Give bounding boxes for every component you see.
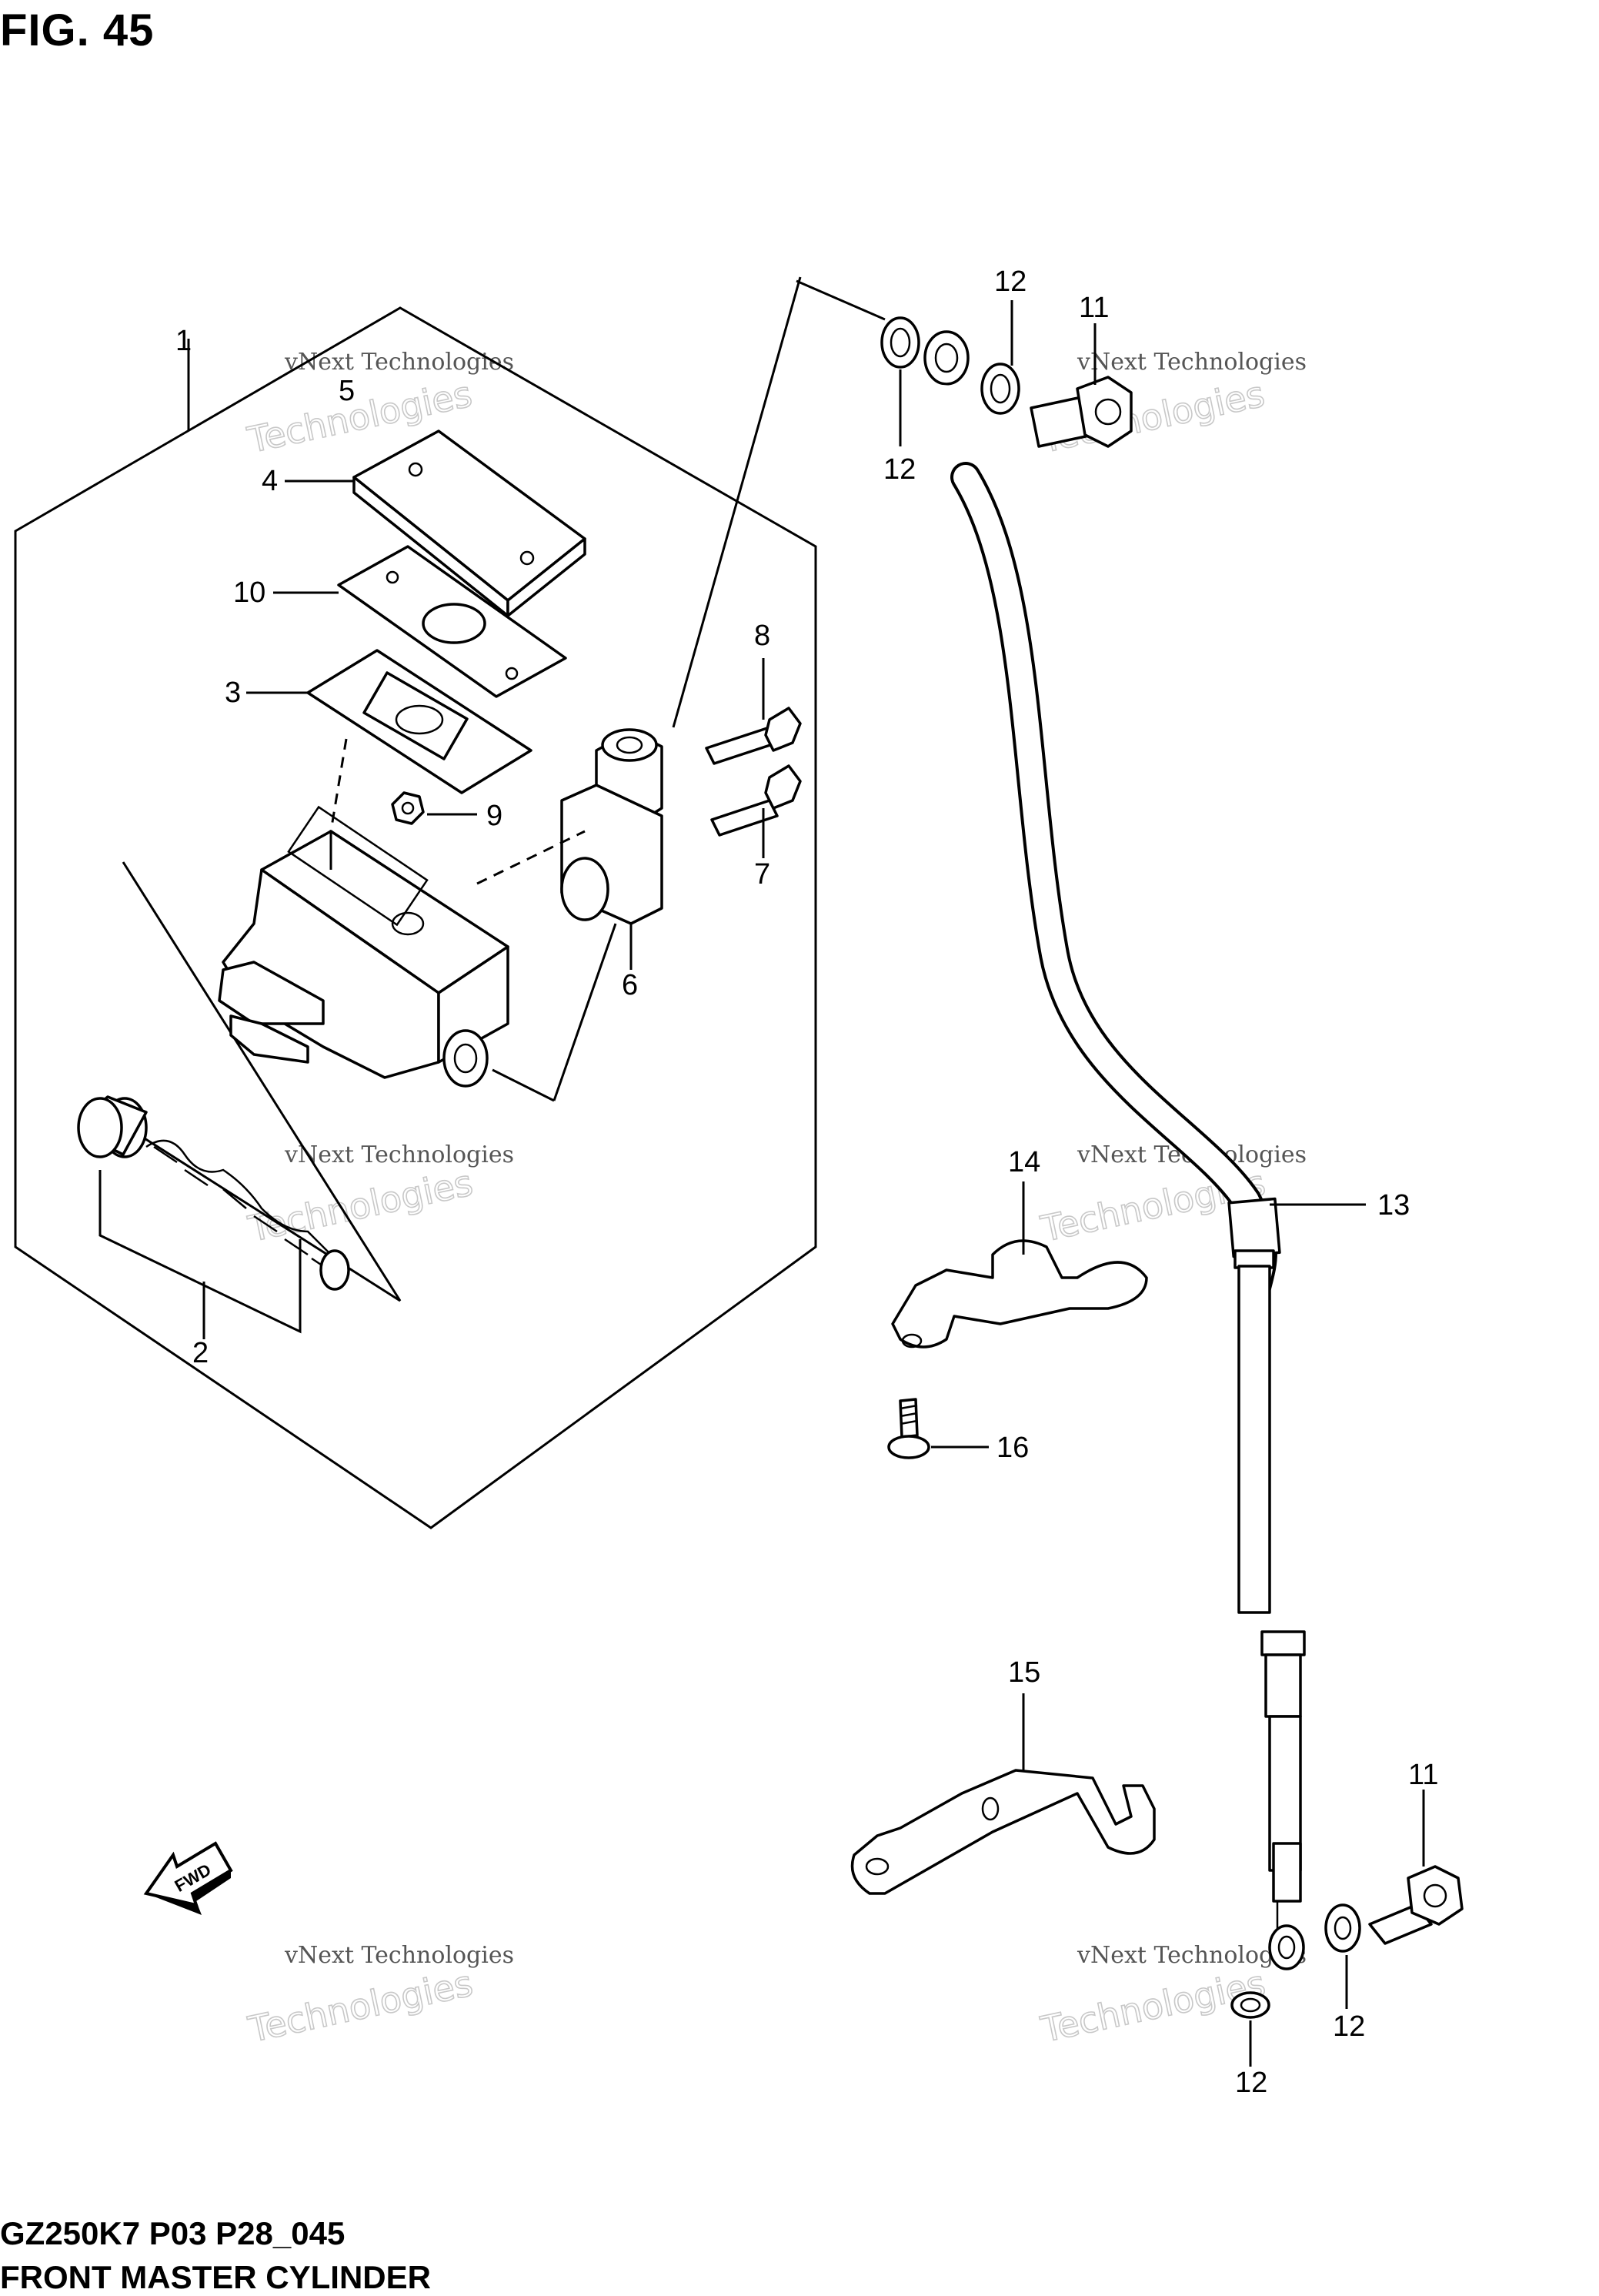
- leader-line: [796, 279, 886, 321]
- callout-3: 3: [225, 677, 241, 709]
- hose-clamp: [891, 1239, 1148, 1349]
- callout-6: 6: [622, 969, 638, 1001]
- screw-16: [887, 1398, 930, 1459]
- watermark-text: vNext Technologies: [1077, 1942, 1307, 1969]
- watermark-text: vNext Technologies: [1077, 349, 1307, 376]
- callout-2: 2: [192, 1337, 209, 1369]
- piston-kit: [77, 1095, 350, 1291]
- bolt-8: [705, 707, 802, 765]
- nut: [391, 791, 425, 825]
- callout-11-upper: 11: [1079, 292, 1109, 324]
- leader-line: [492, 1068, 555, 1102]
- callout-10: 10: [233, 577, 265, 609]
- callout-4: 4: [262, 465, 278, 497]
- bolt-7: [710, 764, 802, 837]
- callout-numbers: 1 2 3 4 5 6 7 8 9 10 11 11 12 12 12 12 1…: [175, 266, 1438, 2099]
- washer-lower-1: [1230, 1991, 1270, 2019]
- leader-line: [476, 830, 586, 885]
- fwd-arrow-icon: FWD: [143, 1841, 233, 1915]
- union-bolt-upper: [1030, 376, 1133, 448]
- watermark-bottom-left: Technologies vNext Technologies: [244, 1942, 514, 2051]
- callout-12-lower-right: 12: [1333, 2010, 1365, 2043]
- callout-12-lower-left: 12: [1235, 2067, 1267, 2099]
- model-code: GZ250K7 P03 P28_045: [0, 2215, 346, 2251]
- callout-15: 15: [1008, 1656, 1040, 1689]
- callout-8: 8: [754, 620, 770, 652]
- callout-12-upper-right: 12: [994, 266, 1026, 298]
- leader-line: [672, 276, 802, 728]
- callout-13: 13: [1377, 1189, 1410, 1222]
- watermark-large-text: Technologies: [245, 1962, 476, 2050]
- leader-line: [552, 923, 617, 1101]
- callout-9: 9: [486, 800, 502, 832]
- hose-bracket: [850, 1769, 1156, 1895]
- diagram-title: FRONT MASTER CYLINDER: [0, 2259, 431, 2295]
- watermark-bottom-right: Technologies vNext Technologies: [1037, 1942, 1307, 2051]
- assembly-frame: [14, 306, 817, 1529]
- piston-kit-bracket: [115, 861, 402, 1302]
- callout-5: 5: [339, 375, 355, 407]
- figure-title: FIG. 45: [0, 5, 155, 55]
- callout-14: 14: [1008, 1146, 1040, 1178]
- callout-1: 1: [175, 325, 192, 357]
- watermark-mid-left: Technologies vNext Technologies: [244, 1141, 514, 1251]
- holder: [560, 728, 663, 925]
- washer-upper-2: [980, 363, 1020, 415]
- washer-upper-1: [880, 316, 920, 369]
- watermark-top-left: Technologies vNext Technologies: [243, 349, 514, 462]
- watermark-text: vNext Technologies: [284, 1141, 514, 1168]
- union-bolt-lower: [1368, 1865, 1464, 1945]
- callout-12-upper-left: 12: [883, 453, 916, 486]
- callout-7: 7: [754, 858, 770, 891]
- watermark-text: vNext Technologies: [284, 1942, 514, 1969]
- diaphragm: [306, 649, 532, 794]
- washer-lower-2: [1324, 1903, 1361, 1953]
- brake-hose: [923, 330, 1306, 1970]
- leader-line: [98, 1170, 302, 1334]
- callout-16: 16: [996, 1432, 1029, 1464]
- callout-11-lower: 11: [1408, 1759, 1438, 1791]
- diaphragm-plate: [337, 545, 567, 698]
- master-cylinder-body: [218, 805, 509, 1088]
- reservoir-cap: [352, 429, 586, 617]
